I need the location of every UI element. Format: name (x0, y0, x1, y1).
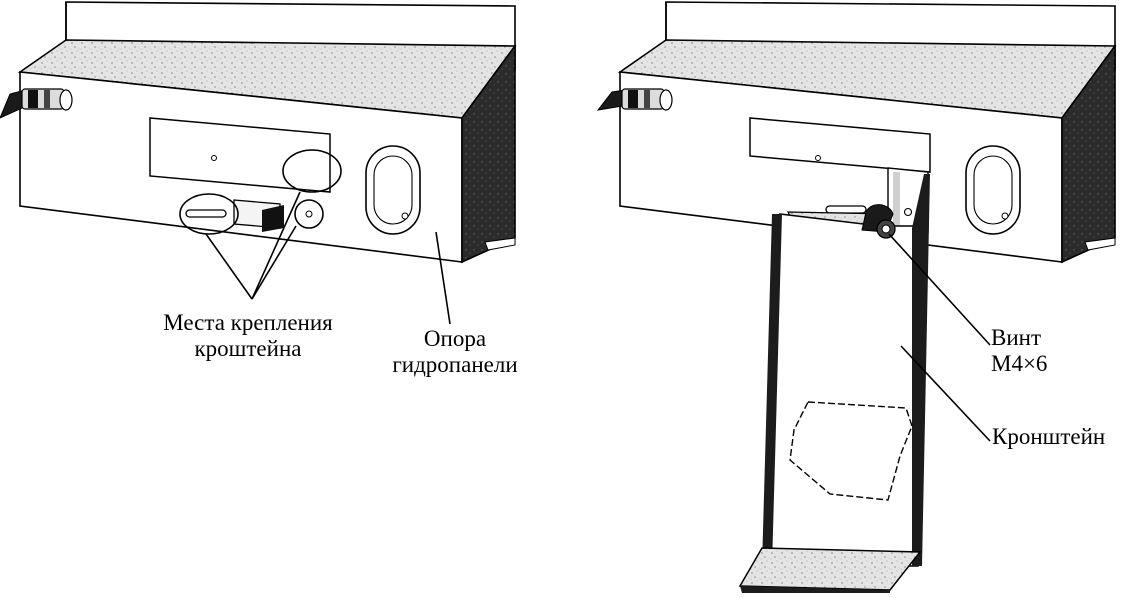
bracket-plate (765, 213, 919, 567)
mount-point-markers (179, 149, 342, 235)
mount-point-circle-top (282, 149, 342, 193)
right-leader-lines (888, 233, 991, 442)
label-screw-line1: Винт (991, 325, 1042, 350)
label-mount-points: Места крепления кроштейна (140, 310, 356, 362)
bracket-cutout (789, 401, 913, 501)
label-panel-support-line1: Опора (423, 326, 487, 351)
label-mount-points-line1: Места крепления (163, 310, 333, 335)
label-bracket: Кронштейн (992, 424, 1106, 449)
screw (861, 204, 896, 239)
left-assembly (0, 1, 517, 325)
right-fitting (596, 88, 673, 111)
left-front-recess (149, 117, 331, 193)
mount-point-circle-hole (294, 199, 324, 229)
left-leader-lines (205, 191, 451, 325)
left-fitting (0, 88, 73, 119)
label-panel-support-line2: гидропанели (392, 352, 518, 377)
mount-point-circle-slot (179, 193, 239, 235)
right-oval-window (965, 145, 1021, 235)
bracket-foot (738, 547, 922, 591)
left-oval-window (365, 145, 421, 235)
left-mount-slot (185, 199, 313, 232)
right-front-recess (749, 117, 931, 173)
label-panel-support: Опора гидропанели (375, 326, 535, 378)
label-screw: Винт М4×6 (991, 325, 1047, 377)
label-mount-points-line2: кроштейна (194, 336, 302, 361)
right-assembly (596, 1, 1117, 593)
label-screw-line2: М4×6 (991, 351, 1048, 376)
bracket (738, 167, 930, 593)
